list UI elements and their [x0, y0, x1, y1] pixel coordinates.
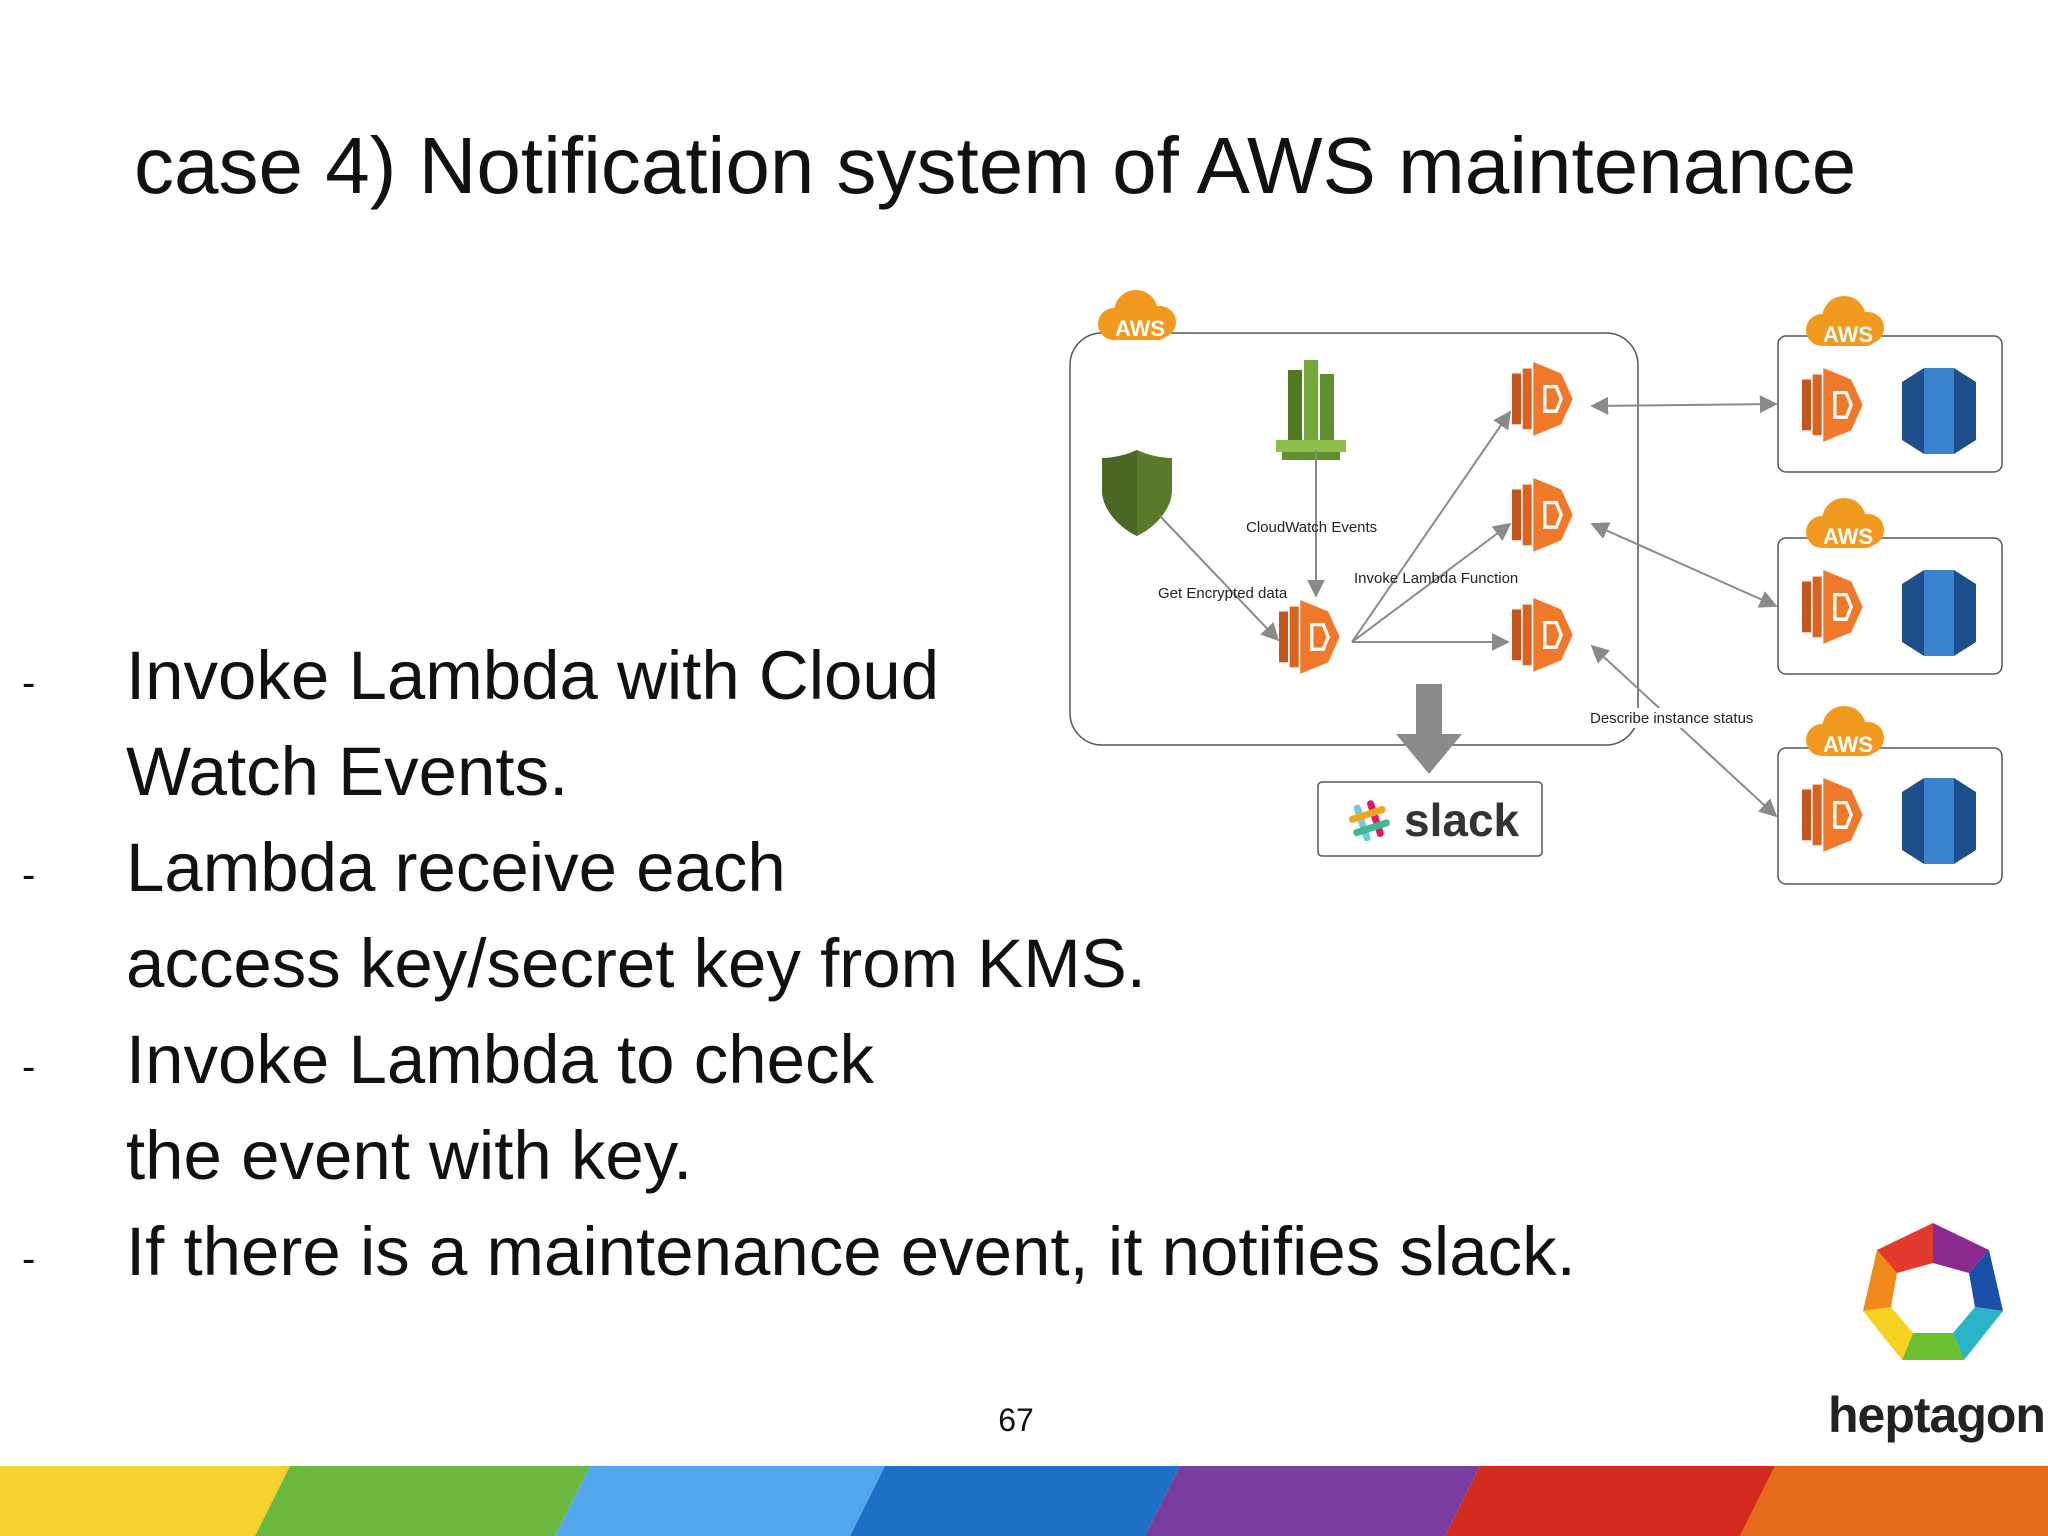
down-arrow-icon [1396, 684, 1462, 774]
heptagon-logo: heptagon [1820, 1220, 2048, 1460]
aws-badge-label: AWS [1823, 732, 1873, 757]
bullet-line: Invoke Lambda with Cloud [126, 637, 940, 714]
aws-badge-label: AWS [1823, 322, 1873, 347]
slack-label: slack [1404, 794, 1520, 846]
bullet-line: Lambda receive each [126, 829, 786, 906]
bullet-line: If there is a maintenance event, it noti… [126, 1213, 1576, 1290]
bullet-line: Invoke Lambda to check [126, 1021, 874, 1098]
bullet-item: - Invoke Lambda with Cloud Watch Events. [0, 628, 1700, 820]
slide-title: case 4) Notification system of AWS maint… [134, 121, 1857, 210]
bullet-item: - If there is a maintenance event, it no… [0, 1204, 1700, 1300]
aws-badge-label: AWS [1115, 316, 1165, 341]
describe-instance-status-label: Describe instance status [1590, 710, 1753, 727]
arrow [1159, 515, 1280, 642]
bullet-marker: - [22, 853, 36, 897]
get-encrypted-data-label: Get Encrypted data [1158, 585, 1288, 602]
invoke-lambda-function-label: Invoke Lambda Function [1354, 570, 1518, 587]
aws-cloud-icon: AWS [1806, 498, 1884, 549]
page-number: 67 [998, 1402, 1034, 1438]
aws-badge-label: AWS [1823, 524, 1873, 549]
arrow [1351, 522, 1512, 643]
bullet-marker: - [22, 1045, 36, 1089]
aws-account-box: AWS [1777, 706, 2003, 885]
arrow [1590, 395, 1778, 415]
arrow [1351, 410, 1512, 643]
heptagon-ring-icon [1863, 1223, 2003, 1360]
footer-color-stripe [0, 1466, 2048, 1536]
bullet-marker: - [22, 661, 36, 705]
arrow [1590, 644, 1778, 818]
heptagon-wordmark: heptagon [1828, 1387, 2046, 1443]
cloudwatch-events-label: CloudWatch Events [1246, 519, 1377, 536]
cloudwatch-icon [1276, 360, 1346, 460]
kms-shield-icon [1102, 450, 1172, 536]
bullet-item: - Invoke Lambda to check the event with … [0, 1012, 1700, 1204]
bullet-list: - Invoke Lambda with Cloud Watch Events.… [0, 628, 1700, 1300]
aws-cloud-icon: AWS [1806, 296, 1884, 347]
database-icon [1902, 778, 1976, 864]
aws-account-box: AWS [1777, 296, 2003, 473]
slack-box: slack [1317, 781, 1543, 857]
architecture-diagram: AWS CloudWatch Events Get Encrypted da [1060, 288, 2020, 900]
bullet-marker: - [22, 1237, 36, 1281]
bullet-line: the event with key. [126, 1117, 693, 1194]
aws-account-box: AWS [1777, 498, 2003, 675]
bullet-line: Watch Events. [126, 733, 569, 810]
slack-hash-icon [1348, 800, 1390, 842]
bullet-item: - Lambda receive each access key/secret … [0, 820, 1700, 1012]
database-icon [1902, 368, 1976, 454]
arrow [1590, 522, 1778, 608]
bullet-line: access key/secret key from KMS. [126, 925, 1146, 1002]
database-icon [1902, 570, 1976, 656]
aws-cloud-icon: AWS [1098, 290, 1176, 341]
aws-cloud-icon: AWS [1806, 706, 1884, 757]
